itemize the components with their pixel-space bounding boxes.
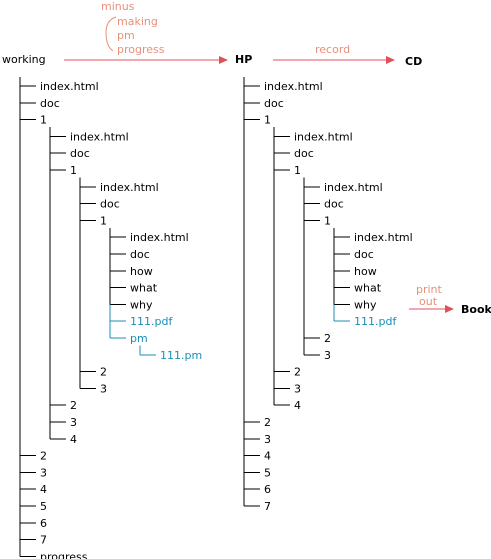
tree-node-label: 111.pdf bbox=[130, 315, 173, 328]
annotation-minus-item-pm: pm bbox=[117, 29, 135, 42]
tree-node-label: doc bbox=[294, 147, 314, 160]
tree-node-label: 1 bbox=[324, 214, 331, 227]
tree-node-label: 2 bbox=[324, 332, 331, 345]
tree-node-label: 4 bbox=[294, 399, 301, 412]
stage-cd-label: CD bbox=[405, 55, 422, 68]
tree-node-label: doc bbox=[100, 198, 120, 211]
tree-node-label: index.html bbox=[130, 231, 189, 244]
tree-node-label: why bbox=[130, 298, 153, 311]
tree-node-label: 7 bbox=[264, 500, 271, 513]
tree-node-label: 6 bbox=[264, 483, 271, 496]
tree-node-label: 3 bbox=[264, 433, 271, 446]
tree-node-label: 111.pdf bbox=[354, 315, 397, 328]
tree-node-label: 2 bbox=[70, 399, 77, 412]
tree-node-label: 3 bbox=[100, 382, 107, 395]
arrow-working-to-hp bbox=[64, 56, 228, 64]
tree-node-label: 1 bbox=[40, 114, 47, 127]
tree-node-label: doc bbox=[40, 97, 60, 110]
tree-node-label: 2 bbox=[100, 366, 107, 379]
tree-node-label: 2 bbox=[264, 416, 271, 429]
tree-node-label: how bbox=[130, 265, 153, 278]
tree-node-label: 111.pm bbox=[160, 349, 202, 362]
tree-node-label: 4 bbox=[40, 483, 47, 496]
tree-node-label: why bbox=[354, 298, 377, 311]
tree-node-label: 6 bbox=[40, 517, 47, 530]
tree-node-label: index.html bbox=[324, 181, 383, 194]
tree-node-label: 3 bbox=[294, 382, 301, 395]
tree-node-label: index.html bbox=[354, 231, 413, 244]
tree-node-label: 1 bbox=[264, 114, 271, 127]
tree-node-label: index.html bbox=[40, 80, 99, 93]
tree-node-label: 4 bbox=[70, 433, 77, 446]
tree-node-label: 1 bbox=[100, 214, 107, 227]
working-directory-tree: index.html doc 1 index.html doc 1 index.html do… bbox=[19, 76, 202, 559]
annotation-out: out bbox=[419, 295, 438, 308]
tree-node-label: index.html bbox=[100, 181, 159, 194]
annotation-record: record bbox=[315, 43, 350, 56]
annotation-print: print bbox=[416, 283, 443, 296]
stage-book-label: Book bbox=[461, 303, 491, 316]
stage-hp-label: HP bbox=[235, 53, 252, 66]
tree-node-label: index.html bbox=[264, 80, 323, 93]
tree-node-label: doc bbox=[130, 248, 150, 261]
arrow-pdf-to-book bbox=[409, 305, 454, 313]
tree-node-label: progress bbox=[40, 550, 88, 559]
tree-node-label: doc bbox=[70, 147, 90, 160]
tree-node-label: 4 bbox=[264, 450, 271, 463]
hp-directory-tree: index.html doc 1 index.html doc 1 index.html do… bbox=[243, 76, 413, 513]
tree-node-label: 3 bbox=[70, 416, 77, 429]
tree-node-label: 5 bbox=[40, 500, 47, 513]
tree-node-label: 1 bbox=[294, 164, 301, 177]
tree-node-label: 1 bbox=[70, 164, 77, 177]
annotation-minus-item-making: making bbox=[117, 15, 158, 28]
tree-node-label: what bbox=[130, 282, 158, 295]
tree-node-label: doc bbox=[354, 248, 374, 261]
tree-node-label: 2 bbox=[40, 450, 47, 463]
annotation-minus-item-progress: progress bbox=[117, 43, 165, 56]
tree-node-label: what bbox=[354, 282, 382, 295]
tree-node-label: doc bbox=[264, 97, 284, 110]
tree-node-label: how bbox=[354, 265, 377, 278]
tree-node-label: 5 bbox=[264, 466, 271, 479]
tree-node-label: index.html bbox=[70, 130, 129, 143]
stage-working-label: working bbox=[2, 53, 46, 66]
tree-node-label: 2 bbox=[294, 366, 301, 379]
tree-node-label: pm bbox=[130, 332, 148, 345]
annotation-minus: minus bbox=[101, 0, 135, 13]
tree-node-label: index.html bbox=[294, 130, 353, 143]
arrow-hp-to-cd bbox=[273, 56, 395, 64]
tree-node-label: 3 bbox=[40, 466, 47, 479]
tree-node-label: 3 bbox=[324, 349, 331, 362]
tree-node-label: doc bbox=[324, 198, 344, 211]
tree-node-label: 7 bbox=[40, 534, 47, 547]
minus-bracket bbox=[105, 16, 117, 52]
